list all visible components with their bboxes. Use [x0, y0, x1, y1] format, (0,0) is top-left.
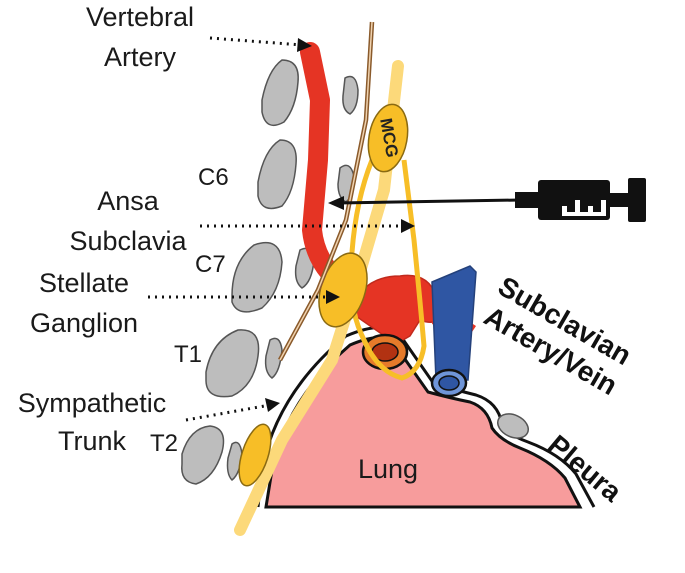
syringe-graduations — [562, 200, 606, 216]
label-stellate-ganglion-1: Stellate — [39, 268, 129, 298]
brown-nerve — [278, 21, 375, 362]
vertebra-label-c6: C6 — [198, 164, 229, 191]
vertebra-5-process — [226, 441, 243, 481]
syringe-plunger-rod — [608, 193, 632, 207]
t2-ganglion — [238, 423, 272, 487]
label-stellate-ganglion-2: Ganglion — [30, 308, 138, 338]
lung — [264, 336, 583, 509]
vertebra-label-t2: T2 — [150, 430, 178, 457]
vertebra-label-t1: T1 — [174, 341, 202, 368]
label-vertebral-artery-1: Vertebral — [86, 2, 194, 32]
mcg-body — [367, 103, 409, 173]
arrowhead-ansa-subclavia — [401, 219, 415, 233]
vertebra-1 — [261, 59, 299, 127]
mcg-ganglion: MCG — [367, 103, 409, 173]
arrowhead-sympathetic-trunk — [265, 398, 280, 412]
arrowhead-stellate-ganglion — [326, 290, 340, 304]
needle — [337, 198, 521, 205]
label-ansa-subclavia-2: Subclavia — [69, 226, 187, 256]
syringe-icon — [328, 178, 646, 222]
lung-group — [256, 326, 596, 509]
label-vertebral-artery-2: Artery — [104, 42, 177, 72]
subclavian-vein-lumen — [438, 375, 460, 391]
vertebra-4 — [205, 329, 260, 398]
label-sympathetic-trunk-2: Trunk — [58, 426, 127, 456]
node-oval — [497, 413, 529, 439]
syringe-hub — [515, 192, 539, 208]
pointer-arrowheads — [265, 38, 415, 412]
label-lung: Lung — [358, 454, 418, 484]
pleura-line-inner — [260, 330, 589, 508]
label-ansa-subclavia-1: Ansa — [97, 186, 160, 216]
ansa-subclavia-loop — [348, 159, 427, 381]
vertebral-column — [181, 59, 359, 485]
vertebra-3 — [231, 241, 283, 313]
pointer-arrows — [148, 36, 404, 422]
vertebra-label-c7: C7 — [195, 251, 226, 278]
subclavian-vein — [431, 265, 477, 381]
needle-arrowhead — [328, 196, 344, 210]
vertebra-5 — [181, 425, 225, 485]
arrow-vertebral-artery — [209, 36, 303, 47]
label-sympathetic-trunk-1: Sympathetic — [18, 388, 167, 418]
vertebra-1-process — [342, 75, 359, 115]
arrowhead-vertebral-artery — [297, 38, 312, 52]
vertebra-2 — [257, 139, 297, 210]
brown-nerve-inner — [279, 21, 373, 361]
arrow-sympathetic-trunk — [185, 403, 271, 422]
vertebra-4-process — [264, 337, 283, 379]
syringe-plunger-head — [628, 178, 646, 222]
